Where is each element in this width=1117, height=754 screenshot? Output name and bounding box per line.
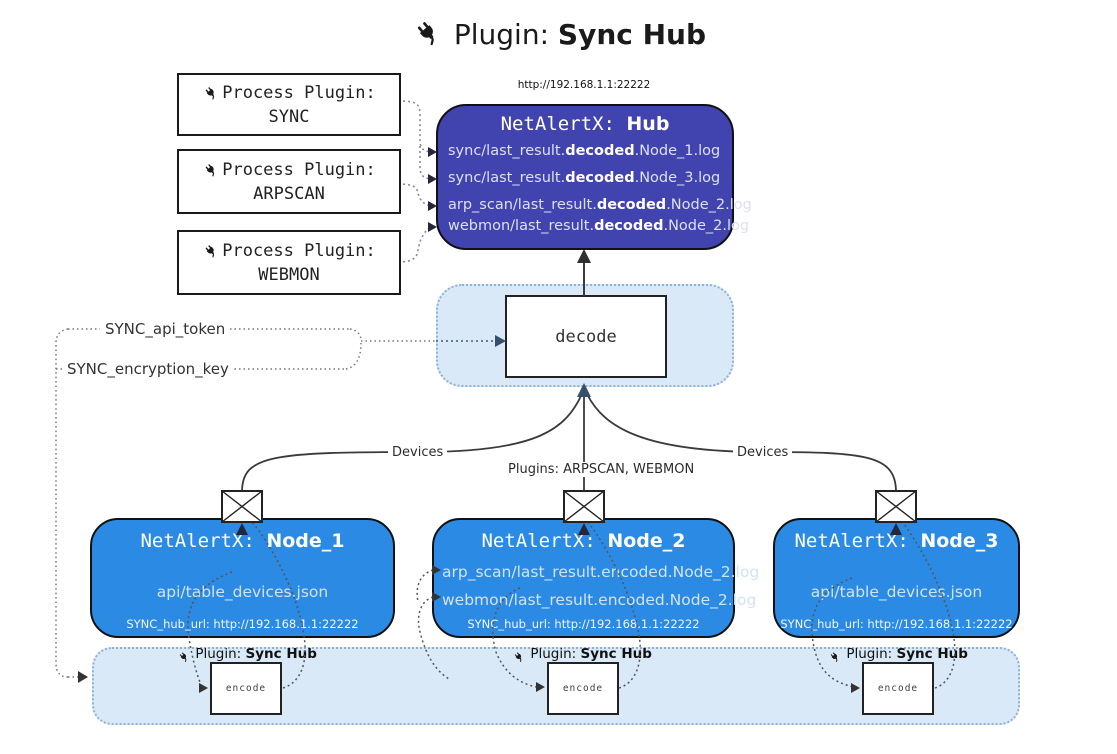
hub-title: NetAlertX: Hub bbox=[436, 113, 734, 135]
process-plugin-name: SYNC bbox=[268, 106, 310, 127]
process-plugin-box-arpscan: Process Plugin: ARPSCAN bbox=[177, 149, 401, 214]
node-file: webmon/last_result.encoded.Node_2.log bbox=[442, 591, 757, 609]
encode-box: encode bbox=[547, 662, 619, 715]
node-hub-url: SYNC_hub_url: http://192.168.1.1:22222 bbox=[780, 617, 1013, 631]
edge-label-devices-left: Devices bbox=[388, 445, 448, 460]
decode-box: decode bbox=[505, 295, 667, 378]
hub-log-line: arp_scan/last_result.decoded.Node_2.log bbox=[448, 197, 752, 213]
hub-title-name: Hub bbox=[626, 113, 670, 135]
process-to-hub-connectors bbox=[397, 100, 435, 263]
plug-icon bbox=[204, 85, 219, 100]
node-title: NetAlertX: Node_2 bbox=[481, 530, 686, 552]
node-hub-url: SYNC_hub_url: http://192.168.1.1:22222 bbox=[467, 617, 700, 631]
process-plugin-label: Process Plugin: bbox=[222, 82, 376, 103]
process-plugin-label: Process Plugin: bbox=[222, 159, 376, 180]
page-title: Plugin: Sync Hub bbox=[0, 16, 1117, 51]
plug-icon bbox=[829, 651, 841, 663]
node-box-node1: NetAlertX: Node_1 api/table_devices.json… bbox=[90, 518, 395, 638]
hub-url-label: http://192.168.1.1:22222 bbox=[517, 79, 651, 91]
config-to-encode-arrowhead bbox=[78, 671, 88, 683]
process-plugin-name: ARPSCAN bbox=[253, 183, 325, 204]
config-encryption-key-label: SYNC_encryption_key bbox=[62, 360, 234, 378]
plug-icon bbox=[204, 243, 219, 258]
process-plugin-box-sync: Process Plugin: SYNC bbox=[177, 73, 401, 136]
hub-log-line: webmon/last_result.decoded.Node_2.log bbox=[448, 218, 750, 234]
page-title-name: Sync Hub bbox=[557, 18, 707, 51]
decode-to-hub-arrowhead bbox=[577, 249, 591, 263]
node-file: api/table_devices.json bbox=[156, 583, 329, 601]
node-box-node2: NetAlertX: Node_2 arp_scan/last_result.e… bbox=[432, 518, 759, 638]
process-plugin-label: Process Plugin: bbox=[222, 240, 376, 261]
process-plugin-name: WEBMON bbox=[258, 264, 320, 285]
node-title: NetAlertX: Node_3 bbox=[794, 530, 999, 552]
page-title-label: Plugin: bbox=[453, 18, 550, 51]
node-title: NetAlertX: Node_1 bbox=[140, 530, 345, 552]
config-api-token-label: SYNC_api_token bbox=[100, 320, 231, 338]
plug-icon bbox=[204, 162, 219, 177]
edge-label-devices-right: Devices bbox=[733, 445, 793, 460]
plug-icon bbox=[415, 19, 441, 47]
edge-label-plugins: Plugins: ARPSCAN, WEBMON bbox=[504, 462, 699, 477]
node-box-node3: NetAlertX: Node_3 api/table_devices.json… bbox=[773, 518, 1020, 638]
device-curves bbox=[241, 392, 897, 493]
process-plugin-box-webmon: Process Plugin: WEBMON bbox=[177, 230, 401, 295]
plug-icon bbox=[513, 651, 525, 663]
plug-icon bbox=[178, 651, 190, 663]
hub-box bbox=[436, 104, 734, 250]
node-file: arp_scan/last_result.encoded.Node_2.log bbox=[442, 563, 760, 581]
node-file: api/table_devices.json bbox=[810, 583, 983, 601]
encode-box: encode bbox=[210, 662, 282, 715]
hub-log-line: sync/last_result.decoded.Node_1.log bbox=[448, 143, 721, 159]
encode-box: encode bbox=[862, 662, 934, 715]
hub-title-prefix: NetAlertX: bbox=[500, 113, 615, 135]
hub-log-line: sync/last_result.decoded.Node_3.log bbox=[448, 170, 721, 186]
node-hub-url: SYNC_hub_url: http://192.168.1.1:22222 bbox=[126, 617, 359, 631]
